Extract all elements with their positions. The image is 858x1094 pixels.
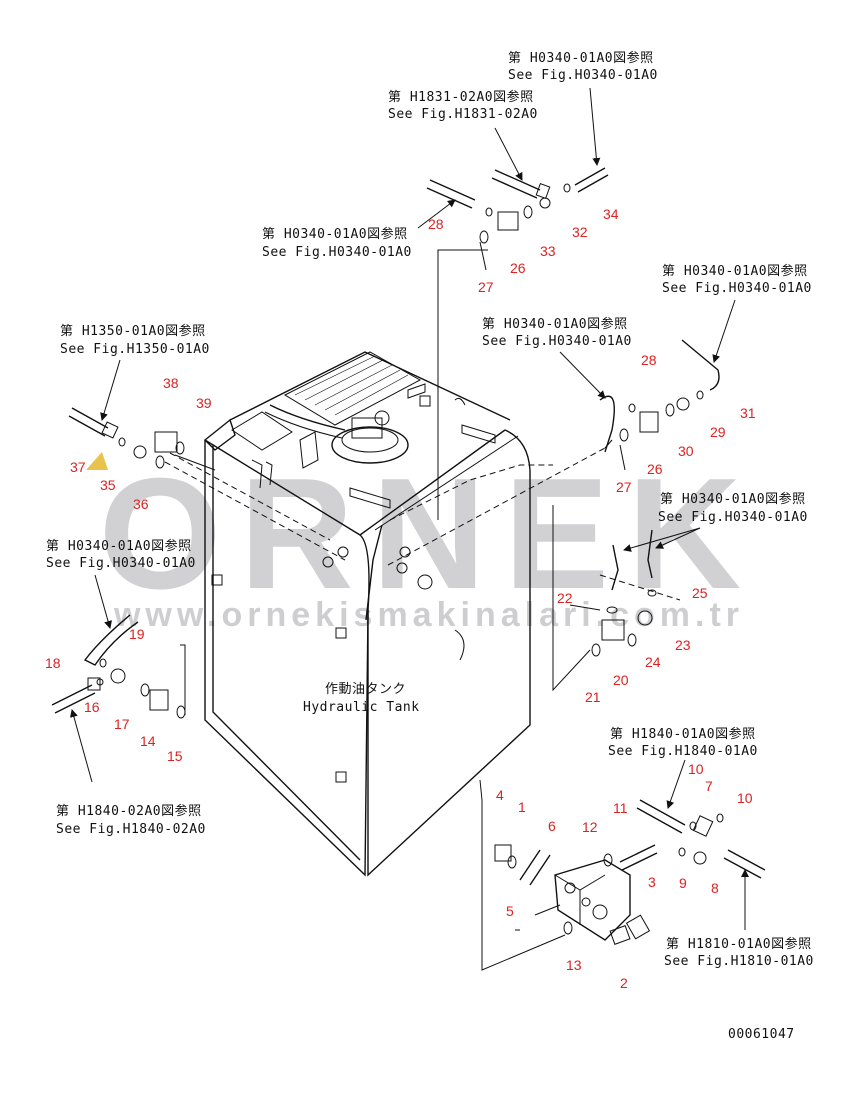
routing-lines [164,249,681,971]
callout-4: 4 [496,787,504,803]
callout-2: 2 [620,975,628,991]
callout-19: 19 [129,626,145,642]
ref-h0340-top-jp: 第 H0340-01A0図参照 [508,50,654,66]
callout-28-right: 28 [641,352,657,368]
callout-33: 33 [540,243,556,259]
callouts: 34 32 33 28 26 27 38 39 37 35 36 28 31 2… [45,206,756,991]
callout-10-top: 10 [688,761,704,777]
ref-h0340-left-jp: 第 H0340-01A0図参照 [46,538,192,554]
ref-h1810-jp: 第 H1810-01A0図参照 [666,936,812,952]
callout-3: 3 [648,874,656,890]
callout-14: 14 [140,733,156,749]
callout-31: 31 [740,405,756,421]
callout-23: 23 [675,637,691,653]
callout-6: 6 [548,818,556,834]
callout-36: 36 [133,496,149,512]
ref-h1350-jp: 第 H1350-01A0図参照 [60,323,206,339]
ref-h0340-top-en: See Fig.H0340-01A0 [508,68,658,83]
ref-h0340-right-b-jp: 第 H0340-01A0図参照 [660,491,806,507]
drawing-number: 00061047 [728,1027,795,1042]
callout-26-top: 26 [510,260,526,276]
callout-7: 7 [705,778,713,794]
fittings [51,167,766,945]
callout-27-top: 27 [478,279,494,295]
callout-13: 13 [566,957,582,973]
ref-h1831-en: See Fig.H1831-02A0 [388,107,538,122]
callout-20: 20 [613,672,629,688]
ref-h0340-mid-jp: 第 H0340-01A0図参照 [482,316,628,332]
callout-37: 37 [70,459,86,475]
callout-5: 5 [506,903,514,919]
ref-h0340-left-top-en: See Fig.H0340-01A0 [262,245,412,260]
leaders [70,87,749,931]
callout-27-right: 27 [616,479,632,495]
callout-32: 32 [572,224,588,240]
callout-9: 9 [679,875,687,891]
callout-12: 12 [582,819,598,835]
hydraulic-tank [203,351,531,877]
callout-24: 24 [645,654,661,670]
callout-35: 35 [100,477,116,493]
watermark-url: www.ornekismakinalari.com.tr [113,596,744,634]
callout-1: 1 [518,799,526,815]
ref-h1831-jp: 第 H1831-02A0図参照 [388,89,534,105]
callout-11: 11 [613,800,628,816]
ref-h0340-right-b-en: See Fig.H0340-01A0 [658,510,808,525]
callout-39: 39 [196,395,212,411]
callout-21: 21 [585,689,601,705]
callout-10-right: 10 [737,790,753,806]
watermark-brand: ORNEK [99,446,760,622]
callout-22: 22 [557,590,573,606]
ref-h1840-02-jp: 第 H1840-02A0図参照 [56,803,202,819]
ref-h1350-en: See Fig.H1350-01A0 [60,342,210,357]
watermark-accent-shape [86,452,108,470]
callout-29: 29 [710,424,726,440]
reference-labels: 第 H0340-01A0図参照 See Fig.H0340-01A0 第 H18… [46,50,814,969]
callout-34: 34 [603,206,619,222]
callout-16: 16 [84,699,100,715]
callout-17: 17 [114,716,130,732]
ref-h0340-left-top-jp: 第 H0340-01A0図参照 [262,226,408,242]
ref-h1810-en: See Fig.H1810-01A0 [664,954,814,969]
ref-h0340-right-a-en: See Fig.H0340-01A0 [662,281,812,296]
callout-25: 25 [692,585,708,601]
ref-h0340-right-a-jp: 第 H0340-01A0図参照 [662,263,808,279]
callout-15: 15 [167,748,183,764]
ref-h0340-left-en: See Fig.H0340-01A0 [46,556,196,571]
tank-label-en: Hydraulic Tank [303,700,420,715]
callout-38: 38 [163,375,179,391]
callout-18: 18 [45,655,61,671]
ref-h1840-01-en: See Fig.H1840-01A0 [608,744,758,759]
ref-h0340-mid-en: See Fig.H0340-01A0 [482,334,632,349]
callout-28-top: 28 [428,216,444,232]
callout-26-right: 26 [647,461,663,477]
callout-30: 30 [678,443,694,459]
watermark: ORNEK www.ornekismakinalari.com.tr [86,446,760,634]
ref-h1840-01-jp: 第 H1840-01A0図参照 [610,726,756,742]
ref-h1840-02-en: See Fig.H1840-02A0 [56,822,206,837]
tank-label-jp: 作動油タンク [325,682,406,697]
callout-8: 8 [711,880,719,896]
